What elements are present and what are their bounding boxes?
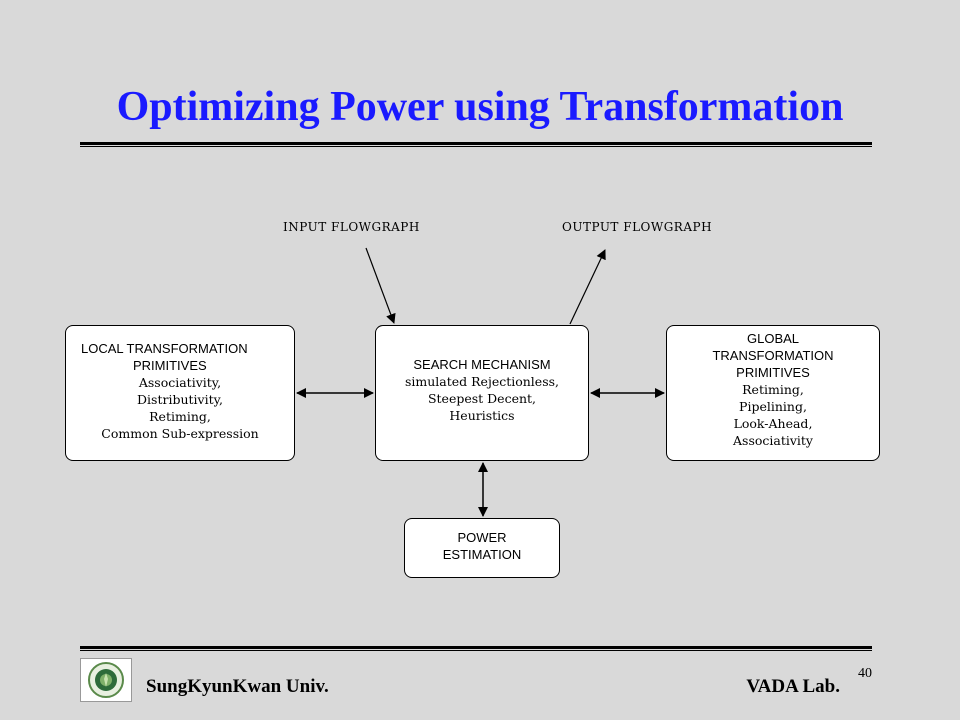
footer-university: SungKyunKwan Univ. bbox=[146, 676, 329, 697]
input-arrow bbox=[365, 247, 396, 324]
power-estimation-box: POWER ESTIMATION bbox=[404, 518, 560, 578]
university-seal-icon bbox=[80, 658, 132, 702]
global-items: Retiming, Pipelining, Look-Ahead, Associ… bbox=[733, 382, 813, 448]
local-transformation-box: LOCAL TRANSFORMATION PRIMITIVES Associat… bbox=[65, 325, 295, 461]
page-title: Optimizing Power using Transformation bbox=[116, 84, 844, 130]
local-heading: LOCAL TRANSFORMATION PRIMITIVES bbox=[81, 341, 248, 373]
search-heading: SEARCH MECHANISM bbox=[413, 357, 551, 372]
title-divider-thin bbox=[80, 146, 872, 147]
global-heading: GLOBAL TRANSFORMATION PRIMITIVES bbox=[712, 331, 834, 380]
footer-lab: VADA Lab. bbox=[746, 676, 840, 697]
search-items: simulated Rejectionless, Steepest Decent… bbox=[404, 374, 560, 423]
footer-divider-thin bbox=[80, 650, 872, 651]
output-arrow bbox=[569, 249, 606, 325]
page-number: 40 bbox=[858, 666, 872, 681]
input-flowgraph-label: INPUT FLOWGRAPH bbox=[283, 220, 420, 234]
output-flowgraph-label: OUTPUT FLOWGRAPH bbox=[562, 220, 713, 234]
local-items: Associativity, Distributivity, Retiming,… bbox=[101, 375, 259, 441]
power-heading: POWER ESTIMATION bbox=[442, 530, 522, 562]
footer-divider bbox=[80, 646, 872, 649]
search-mechanism-box: SEARCH MECHANISM simulated Rejectionless… bbox=[375, 325, 589, 461]
title-divider bbox=[80, 142, 872, 145]
global-transformation-box: GLOBAL TRANSFORMATION PRIMITIVES Retimin… bbox=[666, 325, 880, 461]
